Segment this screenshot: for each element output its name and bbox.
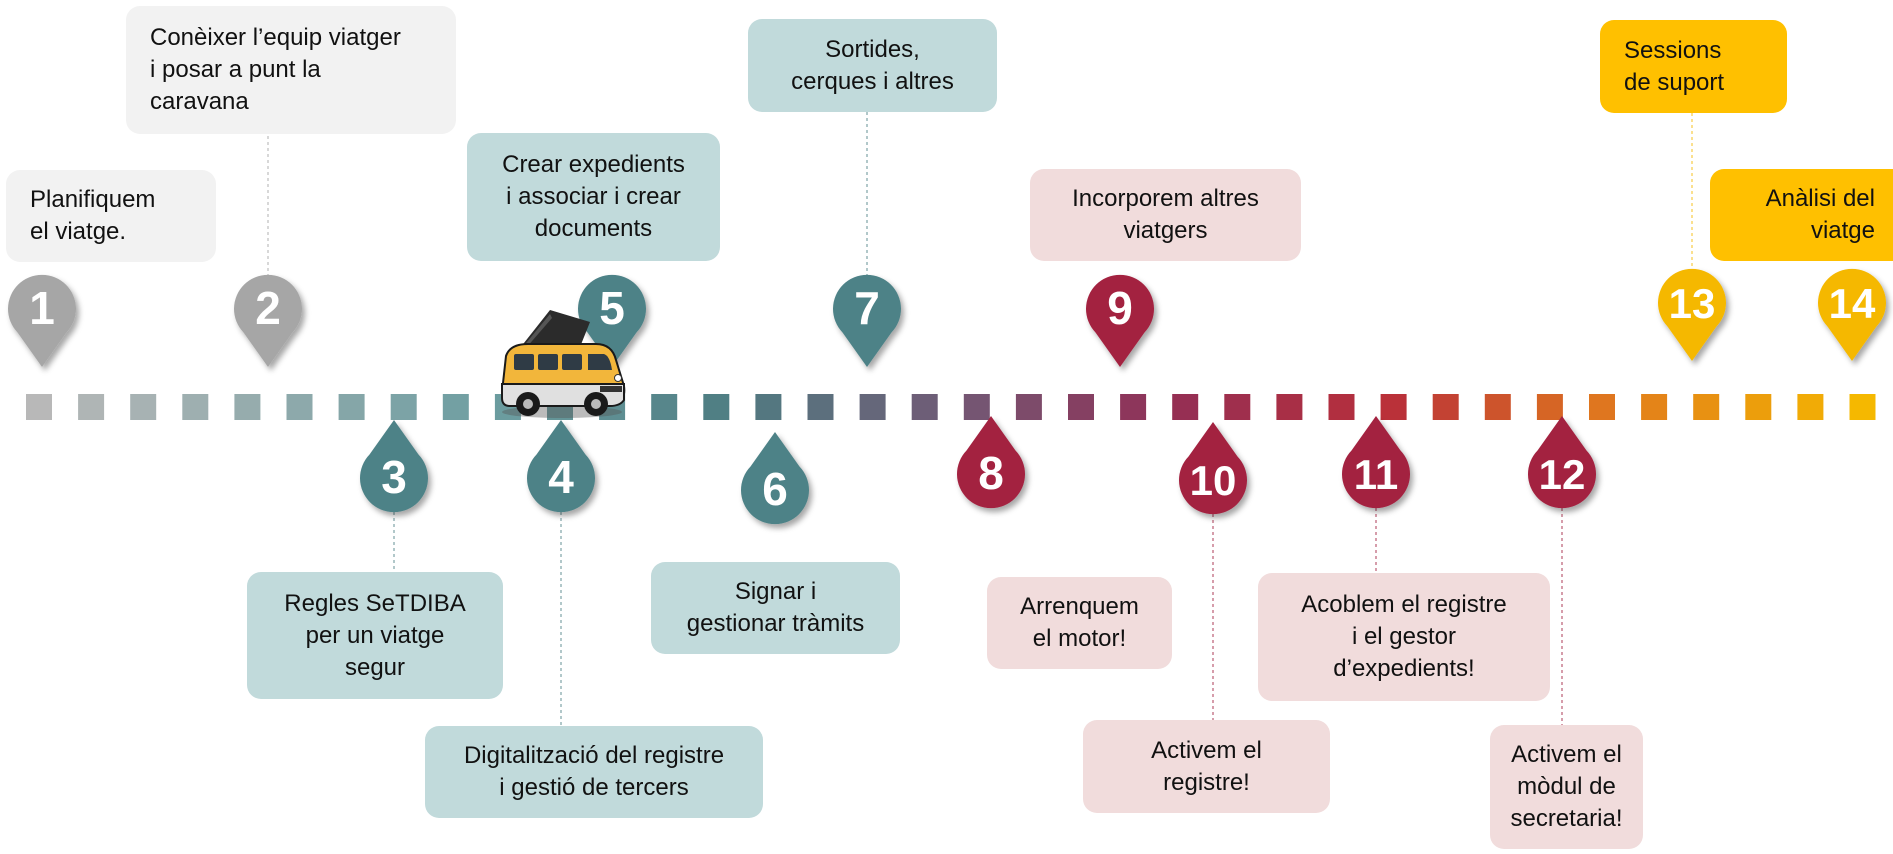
step-12-number: 12	[1539, 451, 1586, 498]
timeline-dash	[390, 394, 417, 420]
step-1-label: Planifiquem el viatge.	[6, 170, 216, 262]
step-11-label: Acoblem el registre i el gestor d’expedi…	[1258, 573, 1550, 701]
step-7-number: 7	[854, 282, 880, 334]
timeline-dash	[130, 394, 157, 420]
step-11-number: 11	[1354, 451, 1398, 498]
step-7-label: Sortides, cerques i altres	[748, 19, 997, 112]
timeline-dash	[1745, 394, 1772, 420]
timeline-dash	[1589, 394, 1615, 420]
timeline-dash	[1068, 394, 1094, 420]
timeline-dashes	[26, 394, 1876, 420]
step-9-number: 9	[1107, 282, 1133, 334]
timeline-dash	[1484, 394, 1511, 420]
timeline-dash	[1276, 394, 1303, 420]
step-2-number: 2	[255, 282, 281, 334]
step-8-label: Arrenquem el motor!	[987, 577, 1172, 669]
timeline-dash	[1328, 394, 1355, 420]
step-12-pin: 12	[1528, 416, 1596, 509]
timeline-dash	[1120, 394, 1147, 420]
timeline-dash	[911, 394, 938, 420]
leader-lines	[267, 112, 1693, 726]
timeline-dash	[703, 394, 730, 420]
timeline-dash	[1015, 394, 1042, 420]
step-6-number: 6	[762, 463, 788, 515]
timeline-dash	[1797, 394, 1824, 420]
step-9-label: Incorporem altres viatgers	[1030, 169, 1301, 261]
step-4-pin: 4	[527, 420, 595, 513]
step-14-pin: 14	[1818, 268, 1886, 361]
step-1-number: 1	[29, 282, 55, 334]
step-10-pin: 10	[1179, 422, 1247, 515]
step-3-label: Regles SeTDIBA per un viatge segur	[247, 572, 503, 699]
step-10-number: 10	[1190, 457, 1237, 504]
step-5-number: 5	[599, 282, 625, 334]
step-14-number: 14	[1829, 280, 1876, 327]
timeline-dash	[1693, 394, 1720, 420]
timeline-dash	[182, 394, 209, 420]
timeline-dash	[1432, 394, 1459, 420]
timeline-dash	[651, 394, 678, 420]
timeline-dash	[1224, 394, 1251, 420]
step-7-pin: 7	[832, 274, 901, 367]
timeline-dash	[286, 394, 313, 420]
step-13-pin: 13	[1658, 268, 1727, 361]
timeline-dash	[755, 394, 782, 420]
campervan-icon	[500, 310, 626, 418]
step-6-pin: 6	[741, 432, 809, 525]
timeline-dash	[1536, 394, 1563, 420]
step-4-number: 4	[548, 451, 574, 503]
step-11-pin: 11	[1342, 416, 1410, 509]
step-4-label: Digitalització del registre i gestió de …	[425, 726, 763, 818]
timeline-dash	[859, 394, 886, 420]
step-6-label: Signar i gestionar tràmits	[651, 562, 900, 654]
step-2-label: Conèixer l’equip viatger i posar a punt …	[126, 6, 456, 134]
step-5-label: Crear expedients i associar i crear docu…	[467, 133, 720, 261]
timeline-dash	[234, 394, 261, 420]
step-3-pin: 3	[360, 420, 429, 513]
step-3-number: 3	[381, 451, 407, 503]
step-10-label: Activem el registre!	[1083, 720, 1330, 813]
timeline-dash	[963, 394, 990, 420]
timeline-dash	[1380, 394, 1407, 420]
step-8-number: 8	[978, 447, 1004, 499]
timeline-dash	[1172, 394, 1199, 420]
step-14-label: Anàlisi del viatge	[1710, 169, 1893, 261]
step-1-pin: 1	[8, 274, 77, 367]
timeline-dash	[807, 394, 834, 420]
step-13-label: Sessions de suport	[1600, 20, 1787, 113]
step-2-pin: 2	[234, 274, 302, 367]
timeline-dash	[78, 394, 105, 420]
timeline-dash	[338, 394, 365, 420]
step-9-pin: 9	[1086, 274, 1154, 367]
step-13-number: 13	[1669, 280, 1716, 327]
timeline-dash	[1641, 394, 1668, 420]
step-5-pin: 5	[578, 274, 646, 367]
step-8-pin: 8	[957, 416, 1025, 509]
timeline-dash	[1849, 394, 1876, 420]
timeline-dash	[26, 394, 52, 420]
timeline-dash	[442, 394, 469, 420]
step-12-label: Activem el mòdul de secretaria!	[1490, 725, 1643, 849]
